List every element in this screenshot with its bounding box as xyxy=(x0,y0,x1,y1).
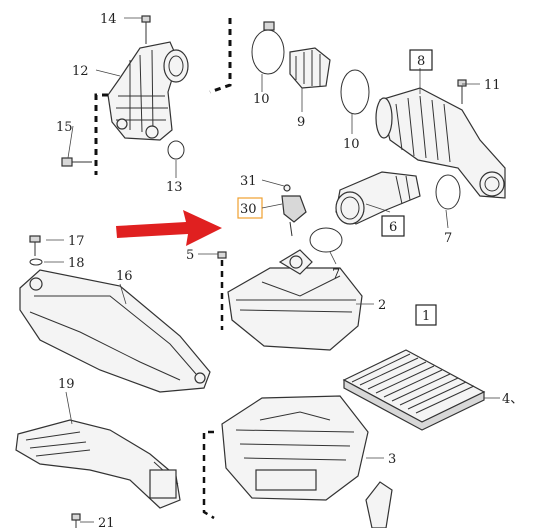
callout-12: 12 xyxy=(72,64,89,79)
part-filter-housing-3 xyxy=(221,395,369,501)
callout-17: 17 xyxy=(68,234,85,249)
callout-8: 8 xyxy=(417,54,425,69)
callout-10b: 10 xyxy=(343,137,360,152)
callout-19: 19 xyxy=(58,377,75,392)
callout-1: 1 xyxy=(422,309,430,324)
callout-18: 18 xyxy=(68,256,85,271)
dashed-connector xyxy=(94,93,108,175)
callout-4: 4、 xyxy=(502,392,523,407)
part-hose-9 xyxy=(289,47,331,89)
part-washer-18 xyxy=(29,258,43,266)
callout-31: 31 xyxy=(240,174,257,189)
callout-5: 5 xyxy=(186,248,194,263)
callout-7b: 7 xyxy=(444,231,452,246)
dashed-connector xyxy=(209,18,232,94)
part-filter-element-4 xyxy=(342,349,486,431)
part-cover-panel-16 xyxy=(19,269,211,393)
part-clamp-7a xyxy=(309,227,343,253)
part-bolt-17 xyxy=(29,235,41,256)
dashed-connector xyxy=(202,430,215,520)
part-bolt-15 xyxy=(61,157,92,167)
callout-21: 21 xyxy=(98,516,115,528)
part-clamp-7b xyxy=(435,174,461,210)
callout-11: 11 xyxy=(484,78,501,93)
highlight-arrow xyxy=(116,210,222,246)
part-bolt-14 xyxy=(141,15,151,44)
callout-10a: 10 xyxy=(253,92,270,107)
callout-box-8 xyxy=(409,49,433,71)
part-clamp-10a xyxy=(251,29,285,75)
callout-16: 16 xyxy=(116,269,133,284)
callout-box-1 xyxy=(415,304,437,326)
part-drain-pipe xyxy=(365,481,393,528)
part-oring-13 xyxy=(167,140,185,160)
part-sensor-30 xyxy=(281,184,307,237)
callout-13: 13 xyxy=(166,180,183,195)
callout-7a: 7 xyxy=(332,267,340,282)
part-bolt-21 xyxy=(71,513,81,528)
part-intake-duct-19 xyxy=(15,419,181,509)
leader-lines xyxy=(44,17,500,523)
part-bolt-5 xyxy=(217,251,227,330)
callout-15: 15 xyxy=(56,120,73,135)
callout-14: 14 xyxy=(100,12,117,27)
part-air-duct-8 xyxy=(375,87,506,199)
part-clamp-10b xyxy=(340,69,370,115)
part-filter-cover-2 xyxy=(227,249,363,351)
callout-box-6 xyxy=(381,215,405,237)
callout-30: 30 xyxy=(240,202,257,217)
callout-9: 9 xyxy=(297,115,305,130)
callout-3: 3 xyxy=(388,452,396,467)
part-intake-housing xyxy=(107,41,189,141)
callout-6: 6 xyxy=(389,220,397,235)
part-bolt-11 xyxy=(457,79,467,104)
callout-2: 2 xyxy=(378,298,386,313)
part-hose-6 xyxy=(335,171,421,225)
